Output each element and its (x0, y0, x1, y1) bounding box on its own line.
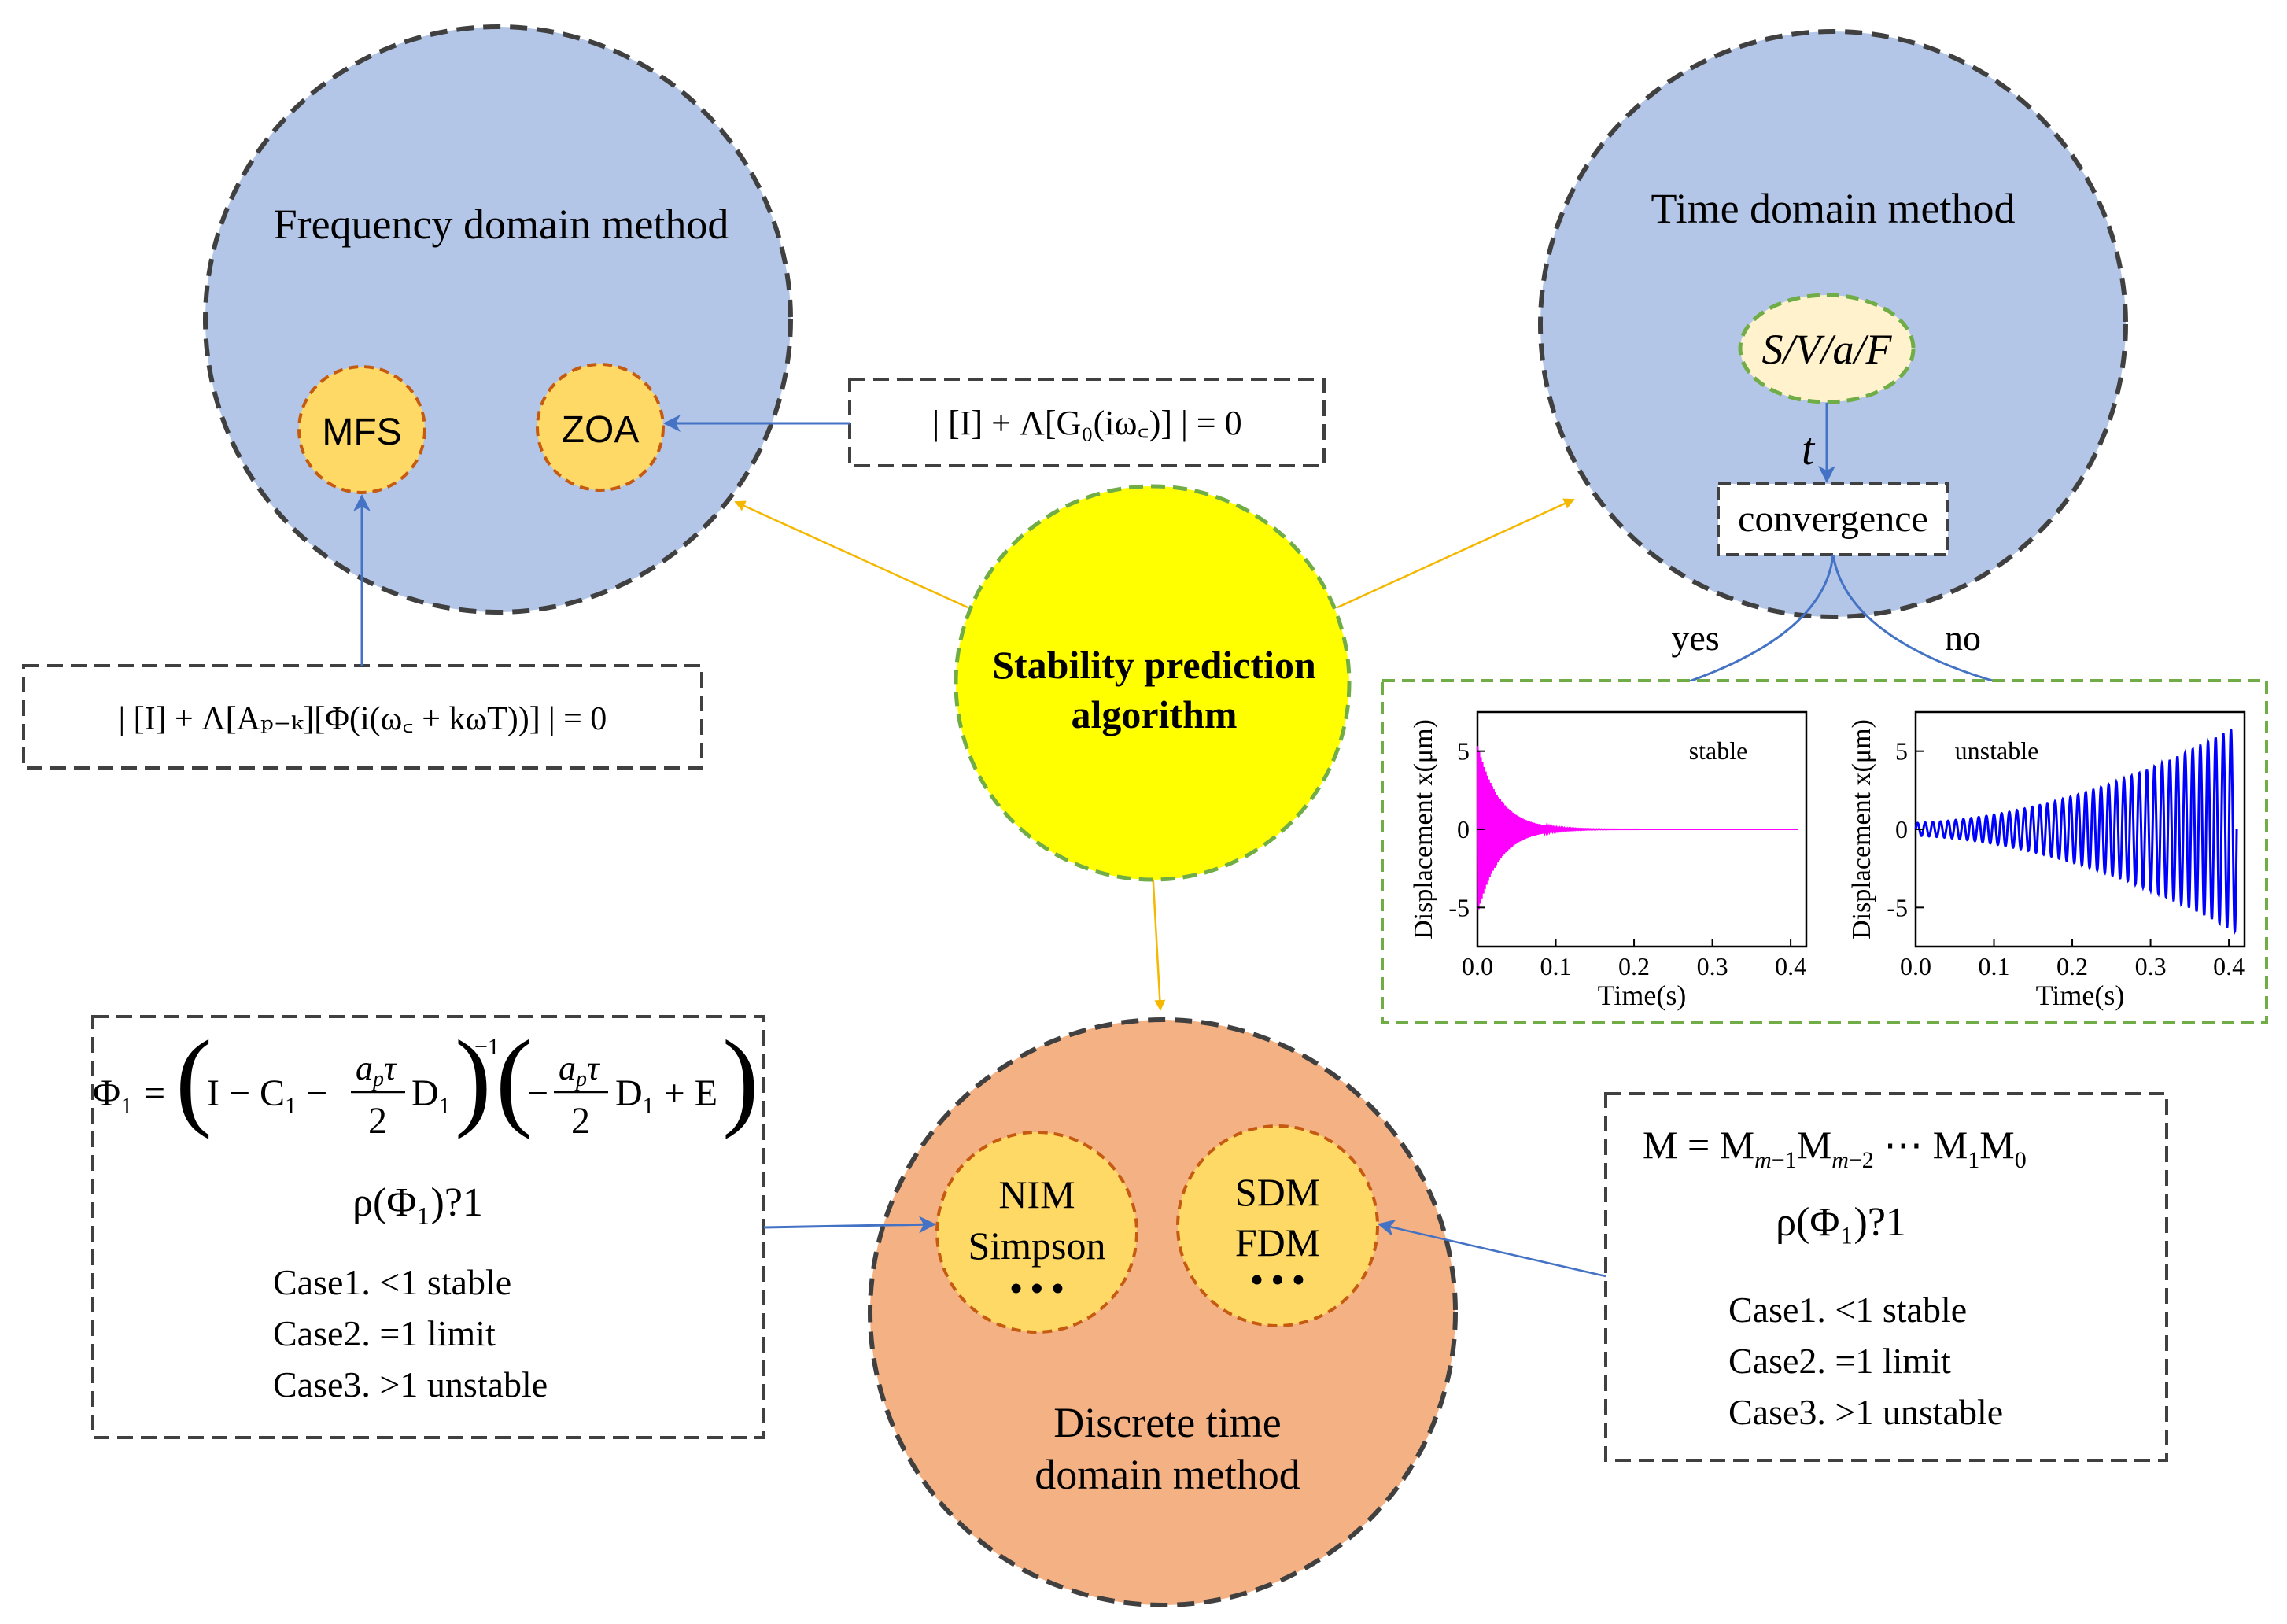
svg-text:I − C1 −: I − C1 − (207, 1072, 327, 1119)
unstable-x-tick-label: 0.0 (1900, 952, 1931, 980)
stable-chart: 0.0 0.1 0.2 0.3 0.4 5 0 -5 stable Time(s) Displ… (1409, 710, 1808, 1011)
left-rho: ρ(Φ₁)?1 (352, 1180, 483, 1225)
stable-y-tick-label: 5 (1457, 737, 1470, 766)
sdm-dots: • • • (1251, 1260, 1304, 1299)
time-domain-group: Time domain method S/V/a/F t convergence (1538, 29, 2128, 619)
nim-simpson-circle (935, 1131, 1138, 1334)
time-domain-title: Time domain method (1651, 185, 2015, 232)
t-label: t (1802, 423, 1816, 474)
arrow-to-frequency (734, 500, 968, 609)
center-circle (954, 484, 1352, 882)
sdm-label: SDM (1235, 1170, 1320, 1214)
svg-text:(: ( (175, 1018, 212, 1140)
simpson-label: Simpson (968, 1224, 1105, 1268)
left-box-arrow (763, 1216, 936, 1234)
left-equation-box (91, 1015, 765, 1439)
svg-text:2: 2 (368, 1100, 387, 1142)
unstable-y-tick-label: -5 (1887, 893, 1908, 921)
stable-x-tick-label: 0.0 (1462, 952, 1493, 980)
svaf-label: S/V/a/F (1762, 326, 1893, 373)
stable-x-tick-label: 0.2 (1618, 952, 1650, 980)
fdm-label: FDM (1235, 1220, 1320, 1264)
mfs-label: MFS (322, 412, 401, 453)
stable-y-tick-label: -5 (1448, 893, 1470, 921)
unstable-x-tick-label: 0.2 (2056, 952, 2088, 980)
unstable-ylabel: Displacement x(μm) (1847, 719, 1876, 939)
unstable-x-tick-label: 0.4 (2213, 952, 2245, 980)
stable-ticks: 0.0 0.1 0.2 0.3 0.4 5 0 -5 (1448, 737, 1806, 980)
stable-series-line (1477, 746, 1799, 910)
left-case1: Case1. <1 stable (273, 1262, 511, 1302)
no-label: no (1945, 618, 1981, 658)
right-case2: Case2. =1 limit (1728, 1341, 1951, 1381)
arrow-to-time (1337, 498, 1575, 609)
svg-text:M = Mm−1Mm−2 ⋯ M1M0: M = Mm−1Mm−2 ⋯ M1M0 (1643, 1123, 2027, 1173)
arrow-to-discrete (1151, 869, 1166, 1011)
discrete-title-line1: Discrete time (1053, 1399, 1281, 1446)
stable-x-tick-label: 0.3 (1697, 952, 1728, 980)
mfs-circle (297, 365, 426, 494)
unstable-xlabel: Time(s) (2036, 980, 2125, 1011)
stable-y-tick-label: 0 (1457, 815, 1470, 843)
unstable-y-tick-label: 5 (1895, 737, 1908, 766)
stable-xlabel: Time(s) (1598, 980, 1687, 1011)
right-box-arrow (1378, 1219, 1606, 1278)
center-title-line1: Stability prediction (992, 643, 1316, 687)
stable-series (1477, 746, 1799, 910)
left-case3: Case3. >1 unstable (273, 1364, 548, 1404)
svg-text:=: = (144, 1072, 165, 1114)
discrete-domain-group: NIM Simpson • • • SDM FDM • • • Discrete… (868, 1017, 1458, 1607)
zoa-equation-box (848, 378, 1326, 467)
stable-annotation: stable (1689, 736, 1748, 765)
nim-dots: • • • (1010, 1269, 1064, 1308)
svg-text:): ) (722, 1018, 759, 1140)
svg-text:−1: −1 (474, 1034, 500, 1060)
unstable-series (1914, 729, 2238, 936)
unstable-x-tick-label: 0.3 (2135, 952, 2167, 980)
nim-label: NIM (998, 1172, 1075, 1216)
discrete-domain-circle (868, 1017, 1458, 1607)
stable-ylabel: Displacement x(μm) (1409, 719, 1438, 939)
zoa-label: ZOA (562, 409, 640, 451)
unstable-ticks: 0.0 0.1 0.2 0.3 0.4 5 0 -5 (1887, 737, 2245, 980)
svg-text:−: − (527, 1072, 548, 1114)
svg-text:D1 + E: D1 + E (615, 1072, 717, 1119)
stable-x-tick-label: 0.1 (1540, 952, 1572, 980)
convergence-label: convergence (1738, 498, 1928, 540)
right-equation-box (1604, 1092, 2168, 1462)
yes-label: yes (1671, 618, 1719, 658)
phi-label: Φ₁ (93, 1072, 134, 1114)
frequency-domain-circle (203, 24, 793, 615)
center-title-line2: algorithm (1071, 692, 1237, 736)
frequency-domain-title: Frequency domain method (274, 201, 729, 248)
stable-x-tick-label: 0.4 (1775, 952, 1806, 980)
svg-text:2: 2 (571, 1100, 590, 1142)
right-rho: ρ(Φ₁)?1 (1776, 1200, 1906, 1245)
svg-text:(: ( (496, 1018, 533, 1140)
unstable-series-line (1914, 729, 2238, 936)
unstable-annotation: unstable (1955, 736, 2039, 765)
unstable-x-tick-label: 0.1 (1979, 952, 2010, 980)
svaf-ellipse (1738, 293, 1916, 404)
mfs-equation: | [I] + Λ[Aₚ₋ₖ][Φ(i(ω꜀ + kωT))] | = 0 (119, 701, 607, 737)
unstable-y-tick-label: 0 (1895, 815, 1908, 843)
right-case1: Case1. <1 stable (1728, 1290, 1967, 1330)
zoa-equation: | [I] + Λ[G₀(iω꜀)] | = 0 (932, 404, 1241, 442)
frequency-domain-group: Frequency domain method MFS ZOA (203, 24, 793, 615)
unstable-chart: 0.0 0.1 0.2 0.3 0.4 5 0 -5 unstable Time(s) Dis… (1847, 710, 2246, 1011)
sdm-fdm-circle (1176, 1124, 1379, 1327)
left-case2: Case2. =1 limit (273, 1313, 496, 1353)
m-product-equation: M = Mm−1Mm−2 ⋯ M1M0 (1643, 1123, 2027, 1173)
right-case3: Case3. >1 unstable (1728, 1392, 2003, 1432)
discrete-title-line2: domain method (1035, 1451, 1300, 1498)
svg-text:): ) (455, 1018, 492, 1140)
